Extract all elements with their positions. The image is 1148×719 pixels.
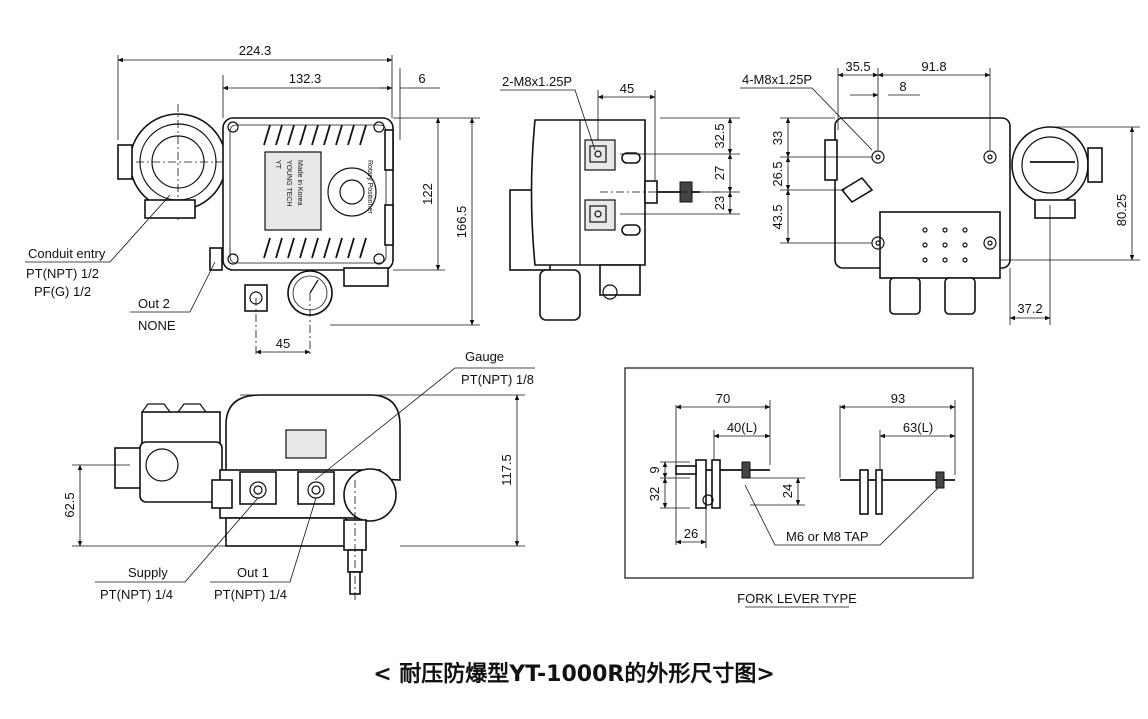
label-gauge-pt: PT(NPT) 1/8 — [461, 372, 534, 387]
label-side-thread: 2-M8x1.25P — [502, 74, 572, 89]
fork-lever-frame — [624, 367, 974, 579]
label-conduit-pf: PF(G) 1/2 — [34, 284, 91, 299]
cooling-fins — [263, 124, 367, 259]
dim-port-spacing: 45 — [276, 336, 290, 351]
rear-view: 35.5 91.8 8 4-M8x1.25P 33 26.5 43.5 80.2… — [740, 59, 1140, 325]
label-conduit-entry: Conduit entry — [28, 246, 106, 261]
bottom-view: 117.5 62.5 Gauge PT(NPT) 1/8 Supply PT(N… — [62, 349, 535, 602]
figure-caption: < 耐压防爆型YT-1000R的外形尺寸图> — [373, 662, 775, 687]
dim-rear-top: 33 — [770, 131, 785, 145]
dim-fork-left-9: 9 — [647, 466, 662, 473]
label-out2: Out 2 — [138, 296, 170, 311]
fork-lever-title: FORK LEVER TYPE — [737, 591, 857, 606]
dim-side-bottom: 23 — [712, 196, 727, 210]
side-view: 45 2-M8x1.25P 32.5 27 23 — [500, 74, 740, 321]
label-tap: M6 or M8 TAP — [786, 529, 869, 544]
positioner-body-side — [530, 119, 646, 266]
position-dial — [327, 167, 377, 217]
rear-plate-holes — [922, 227, 968, 263]
label-supply-pt: PT(NPT) 1/4 — [100, 587, 173, 602]
pressure-gauge-bottom — [343, 468, 397, 522]
front-view: YT YOUNG TECH Made in Korea Rotary Posit… — [25, 43, 480, 355]
nameplate-company: YOUNG TECH — [285, 160, 292, 207]
label-supply: Supply — [128, 565, 168, 580]
dim-rear-width: 91.8 — [921, 59, 946, 74]
dim-fork-right-total: 93 — [891, 391, 905, 406]
label-out1: Out 1 — [237, 565, 269, 580]
dim-rear-height-right: 80.25 — [1114, 194, 1129, 227]
dim-bottom-height-low: 62.5 — [62, 492, 77, 517]
supply-port — [239, 471, 277, 505]
label-out2-value: NONE — [138, 318, 176, 333]
dim-rear-mid: 26.5 — [770, 161, 785, 186]
nameplate-brand: YT — [274, 160, 281, 170]
dim-fork-left-24: 24 — [780, 484, 795, 498]
label-out1-pt: PT(NPT) 1/4 — [214, 587, 287, 602]
label-gauge: Gauge — [465, 349, 504, 364]
fork-lever-detail: 70 40(L) 9 32 24 26 93 63(L) M6 or M8 TA… — [624, 367, 974, 608]
dim-side-mid: 27 — [712, 166, 727, 180]
dim-side-offset: 6 — [418, 71, 425, 86]
dim-side-hole-spacing: 45 — [620, 81, 634, 96]
dim-rear-offset-left: 35.5 — [845, 59, 870, 74]
dim-fork-left-l: 40(L) — [727, 420, 757, 435]
dim-body-width: 132.3 — [289, 71, 322, 86]
dim-height-total: 166.5 — [454, 206, 469, 239]
nameplate-product: Rotary Positioner — [366, 160, 373, 214]
dim-bottom-height-total: 117.5 — [499, 454, 514, 486]
nameplate-made-in: Made in Korea — [296, 160, 303, 206]
dim-fork-right-l: 63(L) — [903, 420, 933, 435]
dim-side-top: 32.5 — [712, 123, 727, 148]
label-conduit-pt: PT(NPT) 1/2 — [26, 266, 99, 281]
dim-fork-left-total: 70 — [716, 391, 730, 406]
dim-fork-left-26: 26 — [684, 526, 698, 541]
dim-height-body: 122 — [420, 183, 435, 205]
label-rear-thread: 4-M8x1.25P — [742, 72, 812, 87]
nameplate — [264, 151, 322, 231]
dim-rear-small-offset: 8 — [899, 79, 906, 94]
dim-rear-bottom-offset: 37.2 — [1017, 301, 1042, 316]
dim-rear-bottom: 43.5 — [770, 204, 785, 229]
dim-overall-width: 224.3 — [239, 43, 272, 58]
dim-fork-left-32: 32 — [647, 487, 662, 501]
conduit-housing-rear — [1011, 126, 1089, 204]
